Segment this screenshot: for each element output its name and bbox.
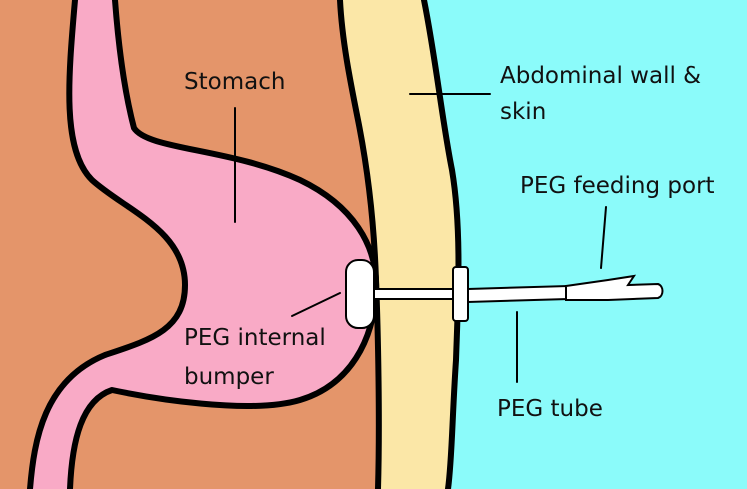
label-abdominal-wall-2: skin (500, 99, 546, 125)
feeding-port-leader (600, 206, 607, 269)
abdominal-wall-inner-outline (337, 0, 382, 489)
abdominal-wall-region (340, 0, 459, 489)
skin-outer-outline (421, 0, 462, 489)
label-abdominal-wall-1: Abdominal wall & (500, 63, 701, 89)
peg-external-bolster (452, 266, 469, 322)
label-internal-bumper-1: PEG internal (184, 325, 326, 351)
peg-internal-bumper (345, 259, 375, 329)
label-stomach: Stomach (184, 69, 285, 95)
label-feeding-port: PEG feeding port (520, 173, 715, 199)
peg-tube (467, 284, 569, 304)
label-internal-bumper-2: bumper (184, 364, 274, 390)
peg-shaft (367, 288, 459, 300)
peg-device (345, 259, 664, 329)
peg-feeding-port (565, 274, 664, 301)
stomach-outline (27, 0, 188, 489)
stomach-region (30, 0, 377, 489)
label-peg-tube: PEG tube (497, 396, 603, 422)
internal-bumper-leader (291, 292, 341, 317)
